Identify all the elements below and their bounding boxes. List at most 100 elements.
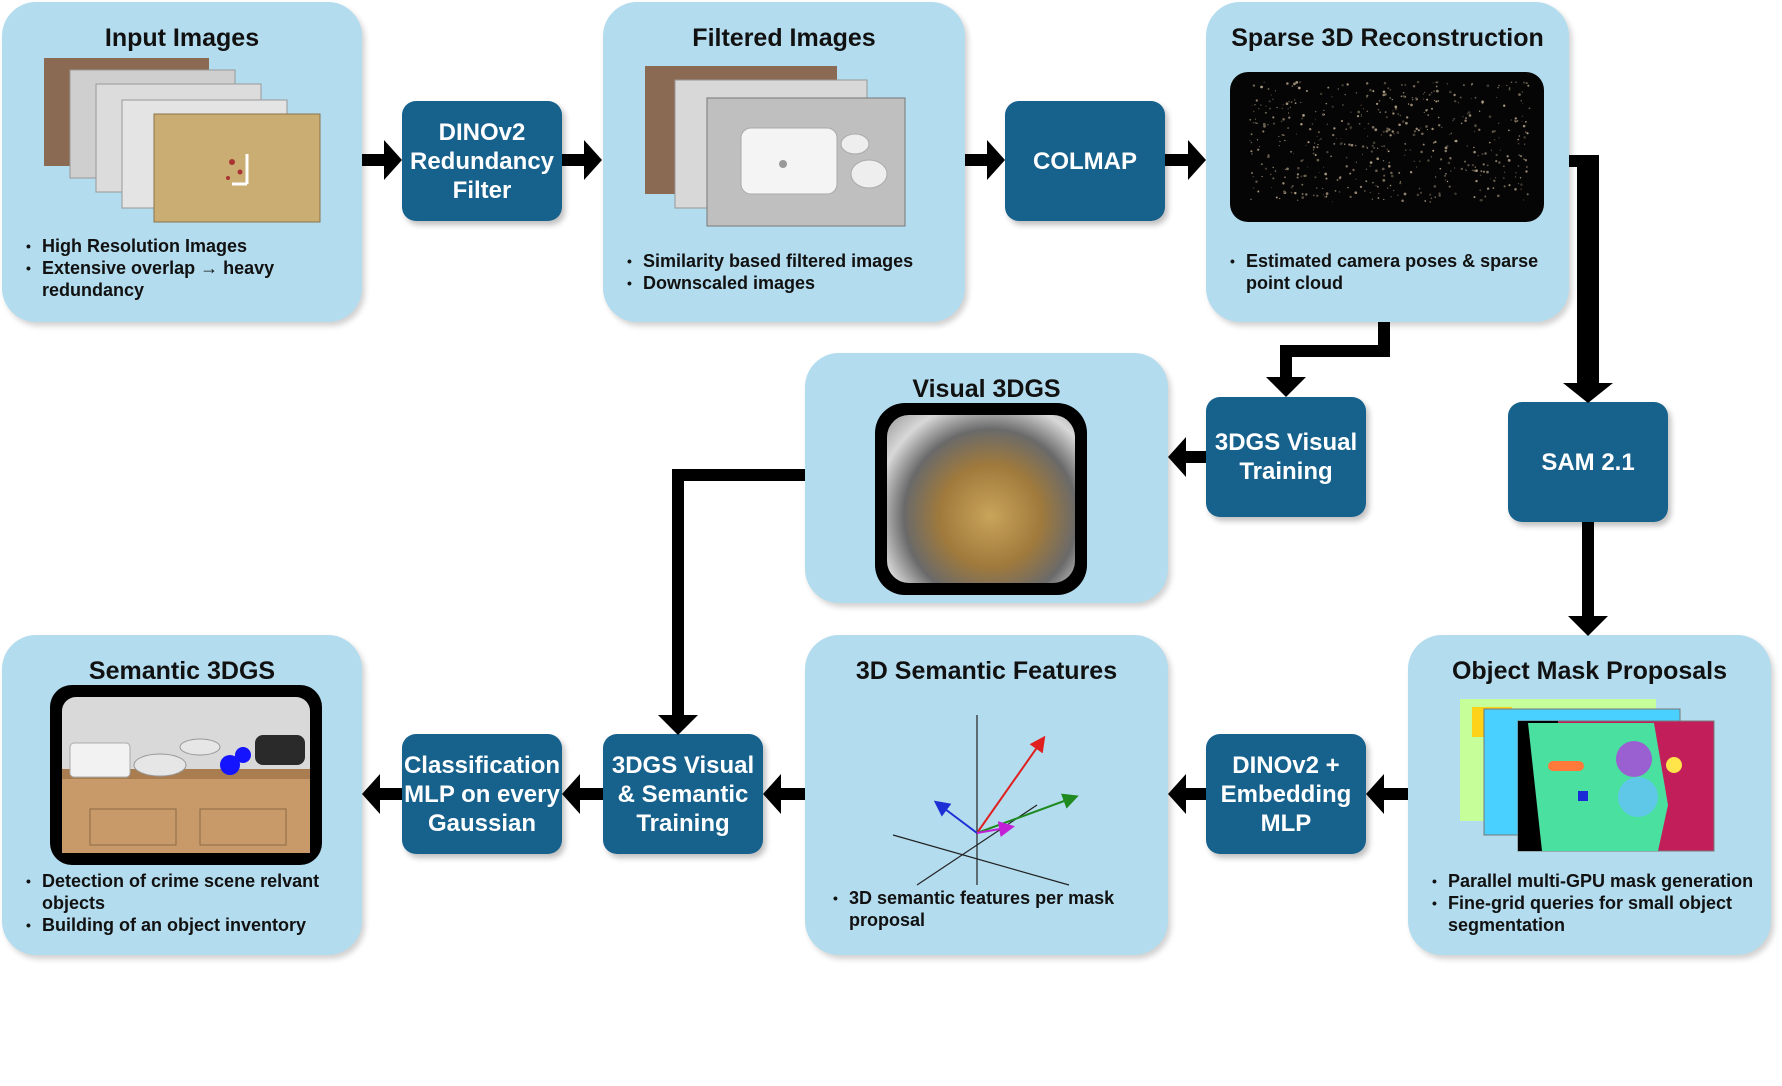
highlighted-object: [235, 747, 251, 763]
point-cloud-point: [1392, 110, 1394, 112]
point-cloud-point: [1432, 149, 1435, 152]
point-cloud-point: [1404, 84, 1407, 86]
point-cloud-point: [1481, 100, 1484, 104]
point-cloud-point: [1371, 125, 1375, 129]
plate: [850, 159, 888, 189]
point-cloud-point: [1436, 89, 1439, 93]
mask-object: [1666, 757, 1682, 773]
point-cloud-point: [1467, 164, 1470, 167]
point-cloud-point: [1491, 130, 1495, 133]
point-cloud-point: [1358, 122, 1361, 125]
point-cloud-point: [1286, 82, 1289, 85]
point-cloud-point: [1300, 122, 1303, 126]
point-cloud-point: [1381, 145, 1383, 147]
arrow-features-to-training: [763, 774, 805, 814]
point-cloud-point: [1331, 201, 1333, 203]
point-cloud-point: [1412, 85, 1416, 88]
point-cloud-point: [1320, 137, 1322, 140]
point-cloud-point: [1419, 191, 1423, 194]
point-cloud-point: [1497, 87, 1499, 89]
point-cloud-point: [1282, 104, 1284, 106]
point-cloud-point: [1394, 105, 1398, 109]
semantic-scene: [62, 697, 310, 853]
point-cloud-point: [1377, 197, 1380, 199]
point-cloud-point: [1366, 110, 1369, 113]
point-cloud-point: [1263, 81, 1265, 83]
point-cloud-point: [1272, 116, 1275, 119]
bullet-item: High Resolution Images: [26, 235, 346, 257]
point-cloud-point: [1322, 187, 1324, 190]
point-cloud-point: [1303, 174, 1306, 177]
point-cloud-point: [1267, 155, 1270, 158]
point-cloud-point: [1524, 159, 1528, 162]
point-cloud-point: [1416, 80, 1420, 84]
point-cloud-point: [1334, 190, 1337, 192]
point-cloud-point: [1444, 175, 1446, 177]
point-cloud-point: [1361, 153, 1364, 155]
panel-semantic-features: 3D Semantic Features 3D semantic feature…: [805, 635, 1168, 955]
point-cloud-point: [1341, 120, 1343, 122]
point-cloud-point: [1506, 84, 1508, 87]
point-cloud-point: [1265, 105, 1267, 107]
arrow-sparse-to-sam: [1563, 155, 1613, 403]
input-images-bullets: High Resolution Images Extensive overlap…: [26, 235, 346, 301]
arrow-masks-to-embedding: [1366, 774, 1408, 814]
mask-object: [1548, 761, 1584, 771]
highlighted-object: [220, 755, 240, 775]
point-cloud-point: [1390, 172, 1393, 175]
point-cloud-point: [1292, 185, 1294, 187]
point-cloud-point: [1523, 136, 1526, 139]
point-cloud-point: [1322, 194, 1324, 196]
point-cloud-point: [1274, 170, 1277, 172]
point-cloud-point: [1309, 128, 1312, 131]
point-cloud-point: [1348, 143, 1351, 146]
point-cloud-point: [1290, 186, 1293, 189]
arrow-visual-to-semantic-training: [658, 469, 805, 735]
step-3dgs-visual-semantic-training: 3DGS Visual & Semantic Training: [603, 734, 763, 854]
point-cloud-point: [1324, 172, 1328, 176]
bullet-item: Extensive overlap → heavy redundancy: [26, 257, 346, 301]
point-cloud-point: [1314, 110, 1317, 113]
point-cloud-point: [1369, 191, 1371, 194]
point-cloud-point: [1498, 161, 1501, 164]
point-cloud-point: [1349, 172, 1352, 175]
point-cloud-point: [1494, 177, 1497, 179]
point-cloud-point: [1369, 165, 1371, 167]
point-cloud-point: [1409, 171, 1413, 174]
point-cloud-point: [1262, 130, 1265, 133]
plate: [840, 133, 870, 155]
point-cloud-point: [1326, 123, 1328, 125]
point-cloud-point: [1272, 166, 1274, 169]
point-cloud-point: [1301, 183, 1304, 186]
point-cloud-point: [1523, 199, 1525, 201]
point-cloud-point: [1474, 96, 1477, 99]
point-cloud-point: [1402, 91, 1405, 94]
point-cloud-point: [1435, 81, 1438, 84]
point-cloud-point: [1316, 135, 1318, 138]
point-cloud-point: [1360, 115, 1363, 118]
point-cloud-point: [1450, 170, 1452, 172]
mask-object: [1616, 741, 1652, 777]
panel-visual-3dgs: Visual 3DGS: [805, 353, 1168, 603]
point-cloud-point: [1375, 185, 1377, 187]
point-cloud-point: [1343, 143, 1346, 145]
point-cloud-point: [1278, 145, 1280, 147]
point-cloud-point: [1526, 132, 1529, 135]
point-cloud-point: [1399, 114, 1402, 117]
point-cloud-point: [1307, 141, 1310, 144]
point-cloud-point: [1417, 129, 1420, 132]
point-cloud-point: [1399, 181, 1402, 183]
point-cloud-point: [1271, 187, 1273, 189]
point-cloud-point: [1486, 187, 1490, 190]
point-cloud-point: [1294, 191, 1297, 195]
point-cloud-point: [1518, 154, 1521, 156]
point-cloud-point: [1302, 114, 1305, 117]
point-cloud-point: [1404, 149, 1407, 151]
bullet-item: Detection of crime scene relvant objects: [26, 870, 346, 914]
point-cloud-point: [1514, 119, 1516, 122]
point-cloud-point: [1478, 128, 1481, 131]
point-cloud-point: [1383, 174, 1386, 177]
point-cloud-point: [1376, 185, 1379, 188]
arrow-filter-to-filtered: [562, 140, 602, 180]
point-cloud-point: [1482, 170, 1485, 173]
